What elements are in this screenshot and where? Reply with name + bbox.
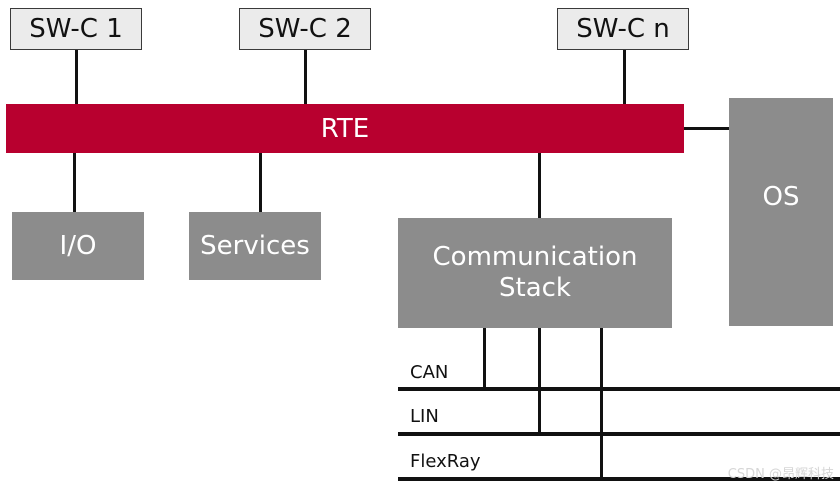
connector-swc1-rte bbox=[75, 50, 78, 104]
can-bus-label: CAN bbox=[410, 362, 449, 383]
swc-n-box: SW-C n bbox=[557, 8, 689, 50]
lin-bus-line bbox=[398, 432, 840, 436]
connector-rte-comstack bbox=[538, 153, 541, 218]
can-bus-line bbox=[398, 387, 840, 391]
os-module: OS bbox=[729, 98, 833, 326]
communication-stack-label: Communication Stack bbox=[433, 242, 638, 304]
connector-comstack-lin bbox=[538, 328, 541, 435]
connector-swcn-rte bbox=[623, 50, 626, 104]
connector-comstack-flexray bbox=[600, 328, 603, 480]
connector-rte-io bbox=[73, 153, 76, 212]
lin-bus-label: LIN bbox=[410, 406, 439, 427]
io-module: I/O bbox=[12, 212, 144, 280]
connector-rte-services bbox=[259, 153, 262, 212]
connector-swc2-rte bbox=[304, 50, 307, 104]
connector-comstack-can bbox=[483, 328, 486, 390]
watermark-text: CSDN @昂辉科技 bbox=[727, 467, 834, 482]
flexray-bus-label: FlexRay bbox=[410, 451, 481, 472]
swc-1-box: SW-C 1 bbox=[10, 8, 142, 50]
flexray-bus-line bbox=[398, 477, 840, 481]
communication-stack-line-1: Communication bbox=[432, 242, 638, 272]
communication-stack-line-2: Stack bbox=[499, 273, 571, 303]
communication-stack-module: Communication Stack bbox=[398, 218, 672, 328]
os-label: OS bbox=[762, 182, 800, 212]
connector-rte-os bbox=[684, 127, 730, 130]
swc-2-box: SW-C 2 bbox=[239, 8, 371, 50]
services-module: Services bbox=[189, 212, 321, 280]
rte-bar: RTE bbox=[6, 104, 684, 153]
